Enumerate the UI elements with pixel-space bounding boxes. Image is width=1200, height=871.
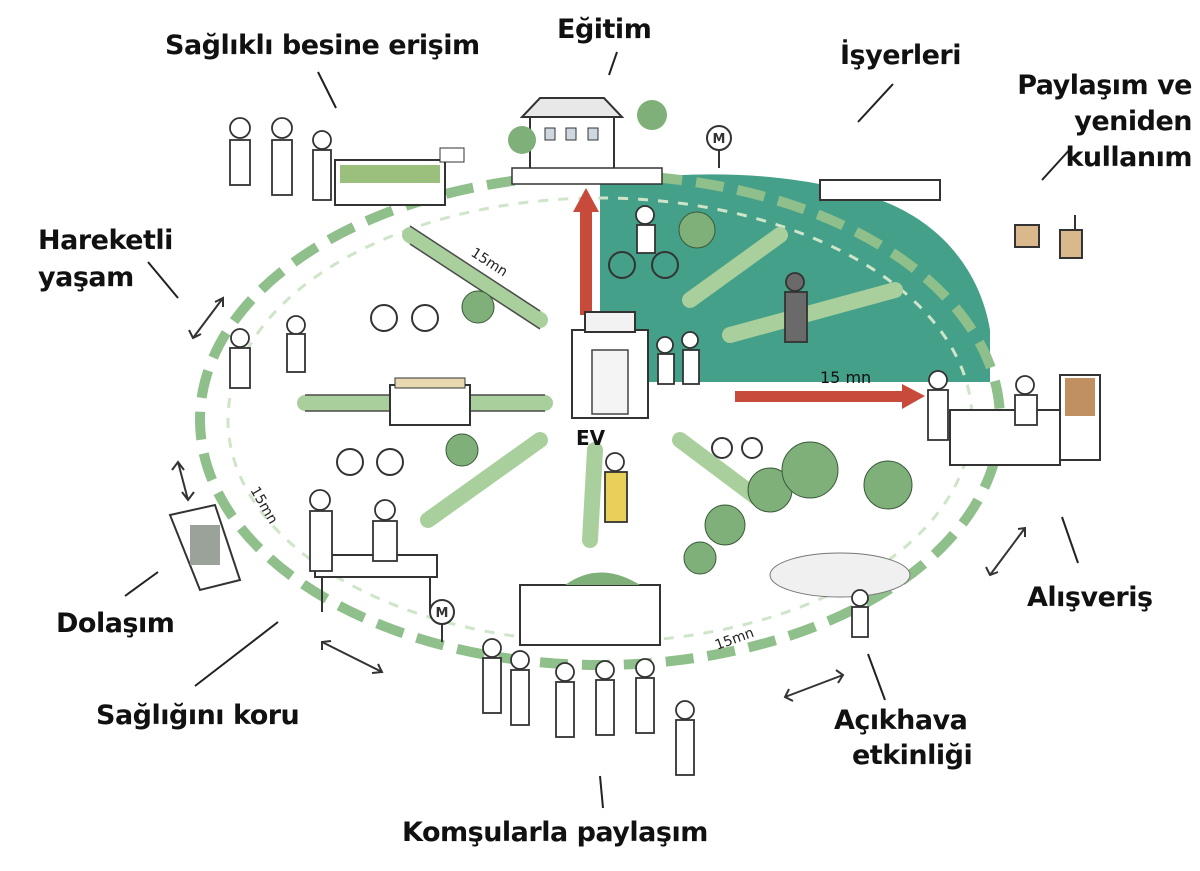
bicycles <box>336 251 763 476</box>
label-pointers <box>124 51 1079 809</box>
neighbor-stage <box>519 572 661 646</box>
distance-label-e: 15 mn <box>820 368 871 387</box>
reuse-furniture <box>1014 215 1083 259</box>
distance-label-w: 15mn <box>247 484 281 527</box>
label-healthy-food: Sağlıklı besine erişim <box>165 30 480 61</box>
office-desk <box>819 179 941 201</box>
school-building <box>508 97 667 185</box>
label-sharing-line2: yeniden <box>1074 106 1192 137</box>
doctor-desk <box>314 554 438 612</box>
home-building <box>571 311 649 419</box>
label-workplaces: İşyerleri <box>840 40 961 71</box>
svg-text:M: M <box>713 132 726 147</box>
cafe-kiosk <box>389 377 471 426</box>
svg-text:M: M <box>436 606 449 621</box>
picnic-area <box>769 552 911 598</box>
home-label: EV <box>576 426 606 450</box>
label-mobility: Dolaşım <box>56 608 175 639</box>
label-shopping: Alışveriş <box>1027 582 1153 613</box>
market-stall <box>334 147 465 206</box>
metro-icon: M <box>429 599 455 642</box>
red-arrows <box>573 188 925 409</box>
metro-icon: M <box>706 125 732 168</box>
ring-arrows <box>171 296 1026 702</box>
label-outdoor-line1: Açıkhava <box>834 705 968 736</box>
label-active-life-line1: Hareketli <box>38 225 173 256</box>
label-sharing-line3: kullanım <box>1065 142 1192 173</box>
people <box>229 117 1038 776</box>
label-outdoor-line2: etkinliği <box>852 740 973 771</box>
label-neighbors: Komşularla paylaşım <box>402 817 708 848</box>
bike-share-station <box>168 503 242 592</box>
label-education: Eğitim <box>557 14 652 45</box>
label-sharing-line1: Paylaşım ve <box>1017 70 1192 101</box>
label-active-life-line2: yaşam <box>38 262 134 293</box>
bakery-stall <box>949 374 1101 466</box>
trees <box>445 211 913 575</box>
label-health: Sağlığını koru <box>96 700 300 731</box>
